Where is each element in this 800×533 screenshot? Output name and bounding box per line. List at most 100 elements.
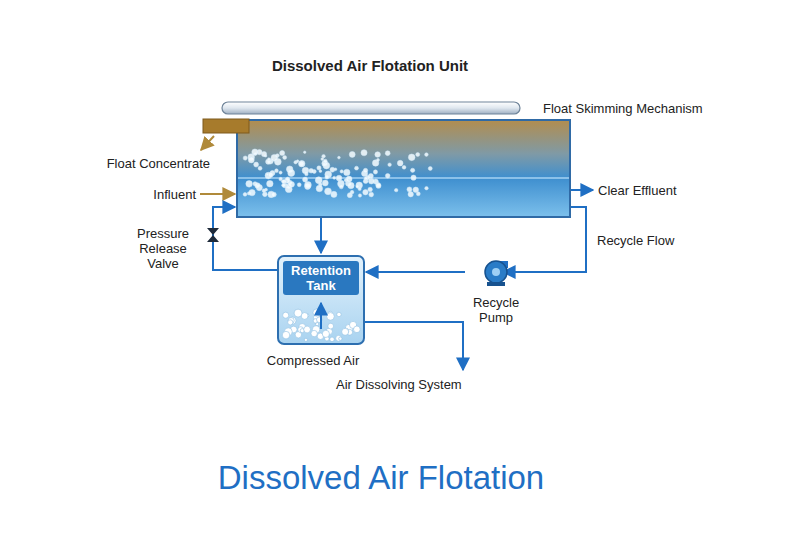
air-bubble xyxy=(407,187,412,192)
air-bubble xyxy=(249,189,255,195)
air-bubble xyxy=(342,328,349,335)
air-bubble xyxy=(339,337,342,340)
valve-symbol xyxy=(207,228,219,242)
air-bubble xyxy=(408,192,413,197)
air-bubble xyxy=(280,151,285,156)
air-line xyxy=(365,322,463,370)
influent-arrow xyxy=(200,193,235,195)
air-bubble xyxy=(294,309,302,317)
air-bubble xyxy=(283,155,287,159)
recycle-line xyxy=(503,207,586,272)
air-bubble xyxy=(263,192,268,197)
air-bubble xyxy=(258,166,262,170)
air-bubble xyxy=(327,313,335,321)
part-label: Float Skimming Mechanism xyxy=(543,101,783,116)
air-bubble xyxy=(361,150,367,156)
air-bubble xyxy=(268,172,273,177)
air-bubble xyxy=(344,169,350,175)
air-bubble xyxy=(330,337,335,342)
air-bubble xyxy=(368,187,373,192)
air-bubble xyxy=(354,326,361,333)
air-bubbles xyxy=(243,149,432,198)
air-bubble xyxy=(282,179,286,183)
part-label: Float Concentrate xyxy=(70,156,210,171)
air-bubble xyxy=(289,181,295,187)
air-bubble xyxy=(309,168,314,173)
air-bubble xyxy=(368,178,374,184)
air-bubble xyxy=(363,190,368,195)
air-bubble xyxy=(267,180,274,187)
air-bubble xyxy=(296,160,299,163)
air-bubble xyxy=(297,183,301,187)
feed-line xyxy=(320,218,322,253)
air-bubble xyxy=(425,186,428,189)
air-bubble xyxy=(248,157,254,163)
part-label: Clear Effluent xyxy=(598,183,788,198)
air-bubble xyxy=(416,153,420,157)
part-label: Compressed Air xyxy=(243,353,383,368)
air-bubble xyxy=(252,149,258,155)
air-bubble xyxy=(402,165,406,169)
air-bubble xyxy=(311,330,317,336)
air-bubble xyxy=(411,175,416,180)
air-bubble xyxy=(279,171,282,174)
air-bubble xyxy=(358,187,361,190)
air-bubble xyxy=(298,327,304,333)
retention-tank: Retention Tank xyxy=(277,255,365,345)
air-bubble xyxy=(373,170,377,174)
air-bubble xyxy=(325,188,332,195)
air-bubble xyxy=(243,156,247,160)
air-bubble xyxy=(336,335,342,341)
flow-connector xyxy=(366,271,465,273)
air-bubble xyxy=(323,159,327,163)
part-label: Air Dissolving System xyxy=(336,377,516,392)
air-bubble xyxy=(302,167,309,174)
air-bubble xyxy=(316,185,322,191)
air-bubble xyxy=(283,312,289,318)
air-bubble xyxy=(333,176,336,179)
part-label: Influent xyxy=(130,187,196,202)
effluent-arrow xyxy=(571,189,593,191)
air-bubble xyxy=(388,163,392,167)
recycle-pump: Recycle Pump xyxy=(466,259,526,325)
air-bubble xyxy=(271,154,278,161)
air-bubble xyxy=(254,162,259,167)
pump-hub xyxy=(492,268,500,276)
air-bubble xyxy=(288,320,293,325)
air-bubble xyxy=(255,183,260,188)
pump-casing xyxy=(485,261,507,283)
air-bubble xyxy=(331,191,337,197)
air-bubble xyxy=(346,176,352,182)
pump-symbol xyxy=(466,259,526,287)
air-bubble xyxy=(428,166,432,170)
air-bubble xyxy=(288,170,295,177)
air-bubble xyxy=(347,193,352,198)
pump-label: Recycle Pump xyxy=(466,295,526,325)
air-bubble xyxy=(408,154,415,161)
air-bubble xyxy=(377,159,380,162)
air-bubble xyxy=(355,166,359,170)
air-bubble xyxy=(299,160,305,166)
air-bubble xyxy=(322,154,325,157)
air-bubble xyxy=(315,177,322,184)
air-bubble xyxy=(425,153,429,157)
air-bubble xyxy=(394,188,397,191)
air-bubble xyxy=(322,180,328,186)
air-bubble xyxy=(349,151,355,157)
air-bubble xyxy=(282,331,290,339)
air-bubble xyxy=(313,309,320,316)
diagram-title: Dissolved Air Flotation Unit xyxy=(220,57,520,75)
air-bubble xyxy=(246,181,253,188)
air-bubble xyxy=(304,338,307,341)
tank-label: Retention Tank xyxy=(283,261,359,295)
air-bubble xyxy=(385,151,390,156)
air-bubble xyxy=(275,169,279,173)
float-trough xyxy=(203,119,249,133)
air-bubble xyxy=(305,181,312,188)
air-bubble xyxy=(334,168,337,171)
part-label: Recycle Flow xyxy=(597,233,787,248)
air-bubble xyxy=(262,189,266,193)
air-bubble xyxy=(375,152,381,158)
